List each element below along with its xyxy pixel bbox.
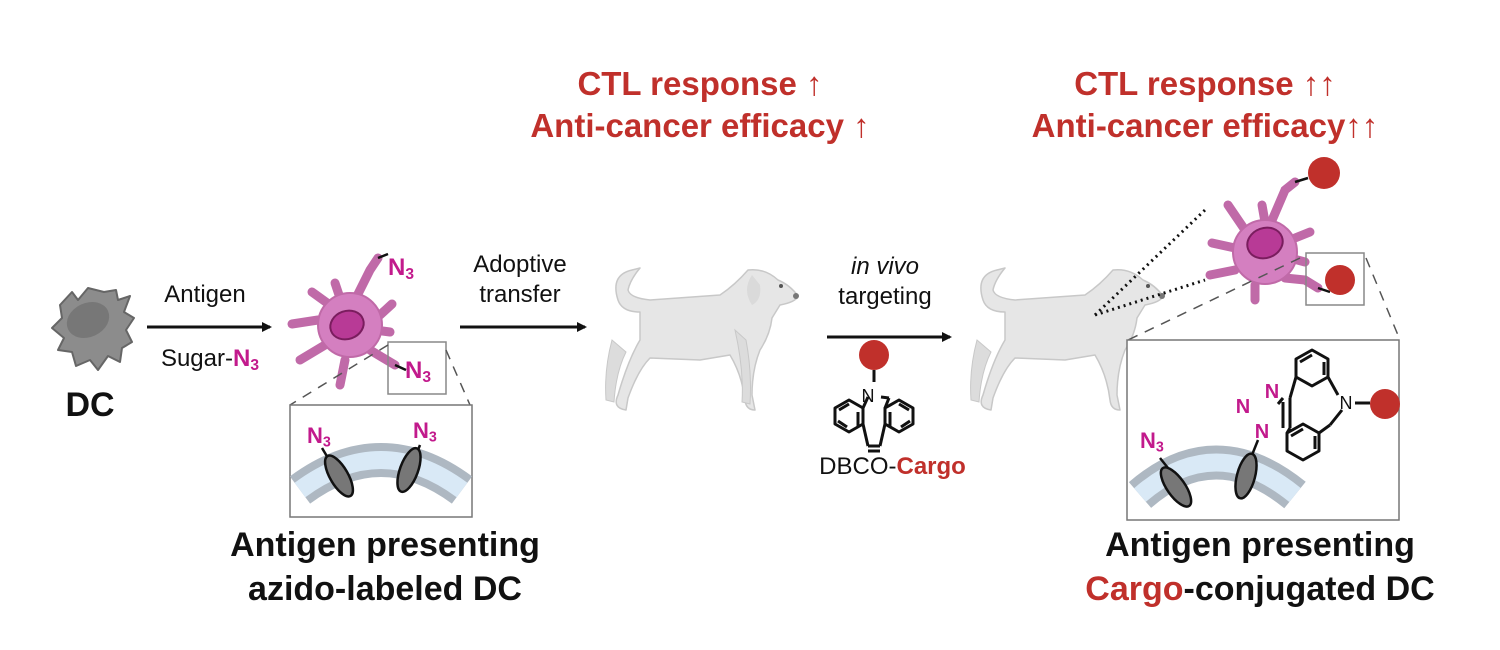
cargo-dc-icon: [1205, 157, 1355, 305]
cargo-sphere-1: [1308, 157, 1340, 189]
azido-dc-tag-top: N3: [388, 254, 415, 283]
cargo-sphere-2: [1325, 265, 1355, 295]
dbco-cargo-label: DBCO-Cargo: [819, 453, 966, 480]
azido-membrane-inset: [289, 404, 473, 518]
dc-label: DC: [65, 386, 115, 424]
naive-dc-icon: [51, 287, 135, 371]
cargo-dc-zoom-box: [1305, 252, 1365, 306]
azido-dc-zoom-box: [387, 341, 447, 395]
azide-n: N: [233, 345, 251, 372]
inset1-azide-right: N3: [413, 418, 437, 446]
cargo-sphere-3: [1370, 389, 1400, 419]
triazole-n-3: N: [1255, 421, 1269, 443]
cargo-dc-caption: Antigen presenting Cargo-conjugated DC: [1085, 526, 1435, 608]
sugar-prefix: Sugar-: [160, 345, 233, 372]
in-vivo-targeting-label: in vivo targeting: [838, 253, 932, 310]
anti-cancer-1: Anti-cancer efficacy ↑: [530, 107, 870, 144]
dog-icon-1: [605, 267, 799, 411]
adoptive-transfer-label: Adoptive transfer: [473, 251, 567, 308]
antigen-label: Antigen: [164, 281, 246, 308]
sugar-azide-label: Sugar-N3: [140, 344, 280, 381]
headline-2: CTL response ↑↑ Anti-cancer efficacy↑↑: [1005, 63, 1405, 147]
product-ring-n: N: [1340, 393, 1353, 413]
anti-cancer-2: Anti-cancer efficacy↑↑: [1031, 107, 1379, 144]
azido-dc-icon: [287, 252, 407, 390]
ctl-response-2: CTL response ↑↑: [1074, 65, 1336, 102]
headline-1: CTL response ↑ Anti-cancer efficacy ↑: [500, 63, 900, 147]
dbco-n-atom: N: [862, 386, 875, 406]
inset1-azide-left: N3: [307, 423, 331, 451]
cargo-membrane-inset: [1126, 339, 1400, 521]
triazole-n-1: N: [1265, 381, 1279, 403]
inset2-azide: N3: [1140, 428, 1164, 456]
dbco-cargo-structure: [833, 340, 915, 453]
azido-dc-caption: Antigen presenting azido-labeled DC: [230, 526, 540, 608]
azide-sub: 3: [250, 356, 260, 374]
triazole-n-2: N: [1236, 396, 1250, 418]
ctl-response-1: CTL response ↑: [577, 65, 823, 102]
azido-dc-tag-box: N3: [405, 357, 432, 386]
dog-icon-2: [970, 267, 1165, 411]
